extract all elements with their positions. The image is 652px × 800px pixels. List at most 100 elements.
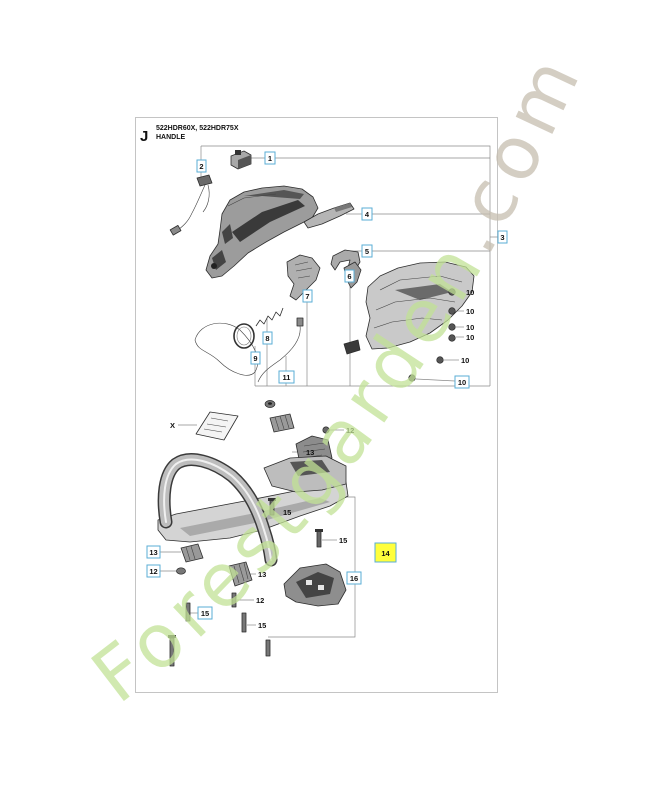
callout-16: 16 bbox=[346, 571, 362, 585]
callout-12-left-box bbox=[146, 564, 161, 578]
bolts-10 bbox=[408, 288, 456, 382]
av-element-mid-stripes bbox=[233, 562, 249, 584]
callout-1: 1 bbox=[264, 151, 276, 165]
callout-10-d: 10 bbox=[466, 333, 474, 342]
decal-sheet bbox=[195, 411, 239, 441]
wire-lead-b bbox=[202, 184, 210, 213]
callout-2: 2 bbox=[196, 159, 207, 173]
callout-12-mid: 12 bbox=[256, 596, 264, 605]
callout-15-left: 15 bbox=[197, 606, 213, 620]
housing-screw-hole bbox=[211, 263, 217, 269]
callout-13-upper: 13 bbox=[306, 448, 314, 457]
handle-mount-recess bbox=[290, 460, 330, 476]
callout-15-b: 15 bbox=[339, 536, 347, 545]
callout-15-left-label: 15 bbox=[201, 609, 209, 618]
part-16-bracket bbox=[283, 563, 347, 607]
cover-ribs bbox=[373, 275, 463, 329]
callout-13-left-box bbox=[146, 545, 161, 559]
bolt-12-mid bbox=[231, 592, 237, 608]
callout-16-label: 16 bbox=[350, 574, 358, 583]
callout-13-left: 13 bbox=[146, 545, 161, 559]
housing-highlight bbox=[227, 193, 277, 207]
nut-12-upper-hole bbox=[268, 402, 272, 405]
lower-leader-lines bbox=[160, 424, 356, 638]
callout-10-b: 10 bbox=[466, 307, 474, 316]
callout-6-box bbox=[344, 269, 355, 283]
lower-left-parts bbox=[168, 543, 271, 667]
callout-7-box bbox=[302, 289, 313, 303]
callout-11-box bbox=[278, 370, 295, 384]
callout-3: 3 bbox=[497, 230, 508, 244]
callout-7-label: 7 bbox=[305, 292, 309, 301]
callout-14-box bbox=[374, 542, 397, 563]
bolt-10-b bbox=[448, 307, 456, 315]
callout-13-mid: 13 bbox=[258, 570, 266, 579]
callout-15-left-box bbox=[197, 606, 213, 620]
wire-lead-a bbox=[177, 184, 206, 231]
bolt-long-head bbox=[168, 635, 176, 638]
callout-10-e: 10 bbox=[461, 356, 469, 365]
bolt-10-c bbox=[448, 323, 456, 331]
callout-8-label: 8 bbox=[265, 334, 269, 343]
bracket-16-hole-b bbox=[318, 585, 324, 590]
callout-12-left: 12 bbox=[146, 564, 161, 578]
bolt-15-a-head bbox=[268, 498, 276, 501]
part-9-cable-loop bbox=[194, 322, 259, 376]
callout-2-label: 2 bbox=[199, 162, 203, 171]
switch-side bbox=[238, 155, 251, 169]
decal-lines bbox=[203, 417, 229, 433]
callout-6: 6 bbox=[344, 269, 355, 283]
part-2-wire bbox=[169, 174, 213, 236]
lever-tip bbox=[334, 203, 352, 212]
callout-x: X bbox=[170, 421, 175, 430]
part-x-decal bbox=[195, 411, 239, 441]
part-11-cable bbox=[257, 317, 304, 383]
leader-frame-right bbox=[268, 496, 356, 638]
callout-14: 14 bbox=[374, 542, 397, 563]
callout-15-a: 15 bbox=[283, 508, 291, 517]
callout-9-label: 9 bbox=[253, 354, 257, 363]
leader-10-f bbox=[415, 378, 456, 382]
callout-9-box bbox=[250, 351, 261, 365]
bolt-15-left bbox=[185, 602, 191, 622]
o-ring-inner bbox=[236, 326, 252, 346]
callout-12-upper: 12 bbox=[346, 426, 354, 435]
bolt-10-f bbox=[408, 374, 416, 382]
housing-slot bbox=[232, 200, 305, 242]
callout-1-label: 1 bbox=[268, 154, 272, 163]
callout-5-label: 5 bbox=[365, 247, 369, 256]
callout-14-label: 14 bbox=[381, 549, 390, 558]
callout-7: 7 bbox=[302, 289, 313, 303]
cable-line bbox=[257, 325, 301, 383]
bolt-15-b-head bbox=[315, 529, 323, 532]
callout-11-label: 11 bbox=[283, 373, 291, 382]
page-frame bbox=[135, 117, 498, 693]
cover-tab bbox=[343, 339, 361, 355]
model-list: 522HDR60X, 522HDR75X bbox=[156, 125, 239, 132]
callout-12-left-label: 12 bbox=[149, 567, 157, 576]
av-element-upper-stripes bbox=[274, 414, 290, 431]
o-ring bbox=[233, 323, 255, 349]
callout-6-label: 6 bbox=[347, 272, 351, 281]
callout-5-box bbox=[361, 244, 373, 258]
callout-4-box bbox=[361, 207, 373, 221]
callout-8-box bbox=[262, 331, 273, 345]
callout-4-label: 4 bbox=[365, 210, 370, 219]
bracket-16-recess bbox=[296, 572, 334, 598]
trigger-fins bbox=[294, 261, 313, 279]
section-title: HANDLE bbox=[156, 134, 185, 141]
bolt-15-mid bbox=[241, 612, 247, 633]
bolt-10-e bbox=[436, 356, 444, 364]
spring-coil bbox=[255, 307, 284, 327]
watermark-main: Forestgarden bbox=[77, 224, 503, 719]
part-1-switch bbox=[230, 150, 252, 170]
section-letter: J bbox=[140, 128, 148, 145]
callout-15-mid: 15 bbox=[258, 621, 266, 630]
callout-10-f-box bbox=[454, 375, 470, 389]
callout-10-a: 10 bbox=[466, 288, 474, 297]
cover-slot bbox=[395, 284, 452, 300]
cable-loop bbox=[194, 322, 259, 376]
bolt-bottom bbox=[265, 639, 271, 657]
front-handle-frame bbox=[157, 453, 349, 567]
